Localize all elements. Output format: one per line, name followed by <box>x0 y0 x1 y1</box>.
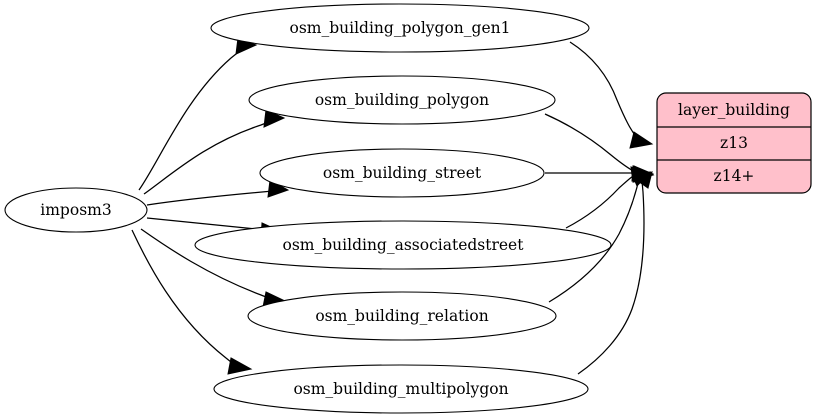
edge-imposm3-to-osm_building_street <box>146 179 290 206</box>
node-layer_building-title: layer_building <box>678 101 790 119</box>
node-layer_building-row-z14plus[interactable]: z14+ <box>714 167 755 185</box>
node-osm_building_street[interactable]: osm_building_street <box>259 148 545 198</box>
node-imposm3[interactable]: imposm3 <box>4 187 148 233</box>
node-osm_building_polygon[interactable]: osm_building_polygon <box>248 75 556 125</box>
edge-osm_building_multipolygon-to-layer_building-z14plus <box>577 171 653 375</box>
node-imposm3-label: imposm3 <box>40 201 111 219</box>
node-osm_building_multipolygon-label: osm_building_multipolygon <box>293 380 508 398</box>
edge-imposm3-to-osm_building_multipolygon <box>131 229 253 375</box>
node-osm_building_polygon_gen1[interactable]: osm_building_polygon_gen1 <box>210 3 590 53</box>
node-layer_building-row-z13[interactable]: z13 <box>720 134 748 152</box>
node-osm_building_relation-label: osm_building_relation <box>315 307 488 325</box>
edge-imposm3-to-osm_building_polygon <box>143 109 286 195</box>
node-osm_building_polygon-label: osm_building_polygon <box>315 91 489 109</box>
edge-group-tables-to-layer <box>544 41 655 375</box>
node-osm_building_relation[interactable]: osm_building_relation <box>247 291 557 341</box>
node-osm_building_associatedstreet-label: osm_building_associatedstreet <box>283 236 525 254</box>
node-osm_building_multipolygon[interactable]: osm_building_multipolygon <box>213 364 589 414</box>
node-layer_building[interactable]: layer_building z13 z14+ <box>656 92 812 194</box>
edge-osm_building_polygon_gen1-to-layer_building-z13 <box>569 41 654 149</box>
node-osm_building_polygon_gen1-label: osm_building_polygon_gen1 <box>290 19 511 37</box>
node-osm_building_street-label: osm_building_street <box>323 164 482 182</box>
node-osm_building_associatedstreet[interactable]: osm_building_associatedstreet <box>194 220 612 270</box>
edge-imposm3-to-osm_building_polygon_gen1 <box>138 37 258 191</box>
